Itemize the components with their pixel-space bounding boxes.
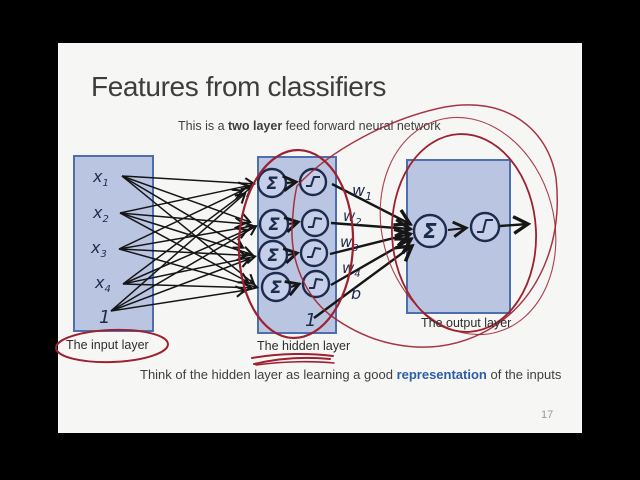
page-number: 17 — [541, 409, 554, 421]
input-label-x1: x1 — [92, 167, 109, 189]
sigma-symbol-1: Σ — [266, 174, 278, 194]
hidden-bias-label: 1 — [305, 310, 316, 331]
slide-title: Features from classifiers — [91, 71, 386, 102]
sum-to-activation-arrow — [291, 284, 299, 287]
input-hidden-connection — [121, 175, 254, 184]
input-hidden-connection — [118, 191, 242, 250]
subtitle-bold-text: two layer — [228, 119, 283, 133]
sigma-symbol-3: Σ — [267, 246, 279, 266]
bias-weight-label: b — [351, 284, 361, 303]
input-label-x2: x2 — [92, 203, 109, 225]
subtitle-text: This is a — [178, 119, 229, 133]
input-hidden-connection — [110, 290, 245, 312]
sigma-symbol-2: Σ — [268, 215, 280, 235]
input-label-x3: x3 — [90, 238, 107, 260]
note-text-post: of the inputs — [486, 367, 562, 382]
input-layer-box — [73, 155, 154, 332]
input-hidden-connection — [122, 284, 251, 288]
note-highlight-text: representation — [396, 367, 487, 382]
pen-loop-hidden-to-output — [291, 104, 558, 348]
input-bias-label: 1 — [99, 307, 110, 328]
pen-circle-output-layer-outer — [379, 116, 557, 336]
pen-underline-hidden-label — [255, 360, 335, 366]
input-hidden-connection — [110, 259, 249, 312]
pen-circle-output-layer — [391, 133, 537, 333]
input-hidden-connections — [110, 175, 257, 312]
pen-underline-hidden-label — [253, 356, 331, 365]
input-layer-caption: The input layer — [66, 338, 149, 352]
input-hidden-connection — [122, 188, 251, 285]
subtitle-text-post: feed forward neural network — [282, 119, 441, 133]
slide-note: Think of the hidden layer as learning a … — [140, 367, 561, 382]
network-output-arrow — [499, 224, 528, 226]
step-function-icon — [308, 217, 323, 228]
pen-circle-input-label — [55, 328, 169, 364]
hidden-activation-node-2 — [300, 208, 330, 238]
note-text: Think of the hidden layer as learning a … — [140, 367, 397, 382]
step-function-icon — [309, 278, 324, 289]
output-sigma-symbol: Σ — [423, 219, 437, 243]
output-sum-node — [412, 213, 448, 249]
input-label-x4: x4 — [94, 273, 111, 295]
sum-to-activation-arrow — [287, 182, 296, 183]
input-hidden-connection — [122, 230, 247, 285]
input-hidden-connection — [119, 212, 252, 254]
input-hidden-connection — [110, 194, 245, 312]
step-function-icon — [477, 219, 493, 233]
sum-to-activation-arrow — [289, 222, 298, 224]
weight-label-w3: w3 — [340, 233, 359, 254]
output-layer-caption: The output layer — [421, 316, 512, 330]
slide-subtitle: This is a two layer feed forward neural … — [178, 119, 441, 133]
weight-label-w1: w1 — [352, 181, 372, 203]
input-hidden-connection — [121, 175, 243, 248]
step-function-icon — [307, 247, 322, 258]
input-hidden-connection — [118, 248, 257, 287]
input-hidden-connection — [110, 226, 256, 312]
input-hidden-connection — [118, 248, 246, 255]
hidden-layer-caption: The hidden layer — [257, 339, 351, 353]
step-function-icon — [306, 176, 320, 187]
pen-underline-hidden-label — [251, 352, 334, 359]
input-hidden-connection — [122, 256, 255, 285]
hidden-activation-node-4 — [301, 269, 331, 299]
output-sum-to-activation-arrow — [447, 228, 466, 230]
sigma-symbol-4: Σ — [270, 278, 282, 298]
input-hidden-connection — [119, 186, 248, 214]
sum-to-activation-arrow — [288, 253, 297, 255]
pen-circle-hidden-layer — [237, 148, 355, 340]
pen-annotations — [55, 104, 558, 366]
